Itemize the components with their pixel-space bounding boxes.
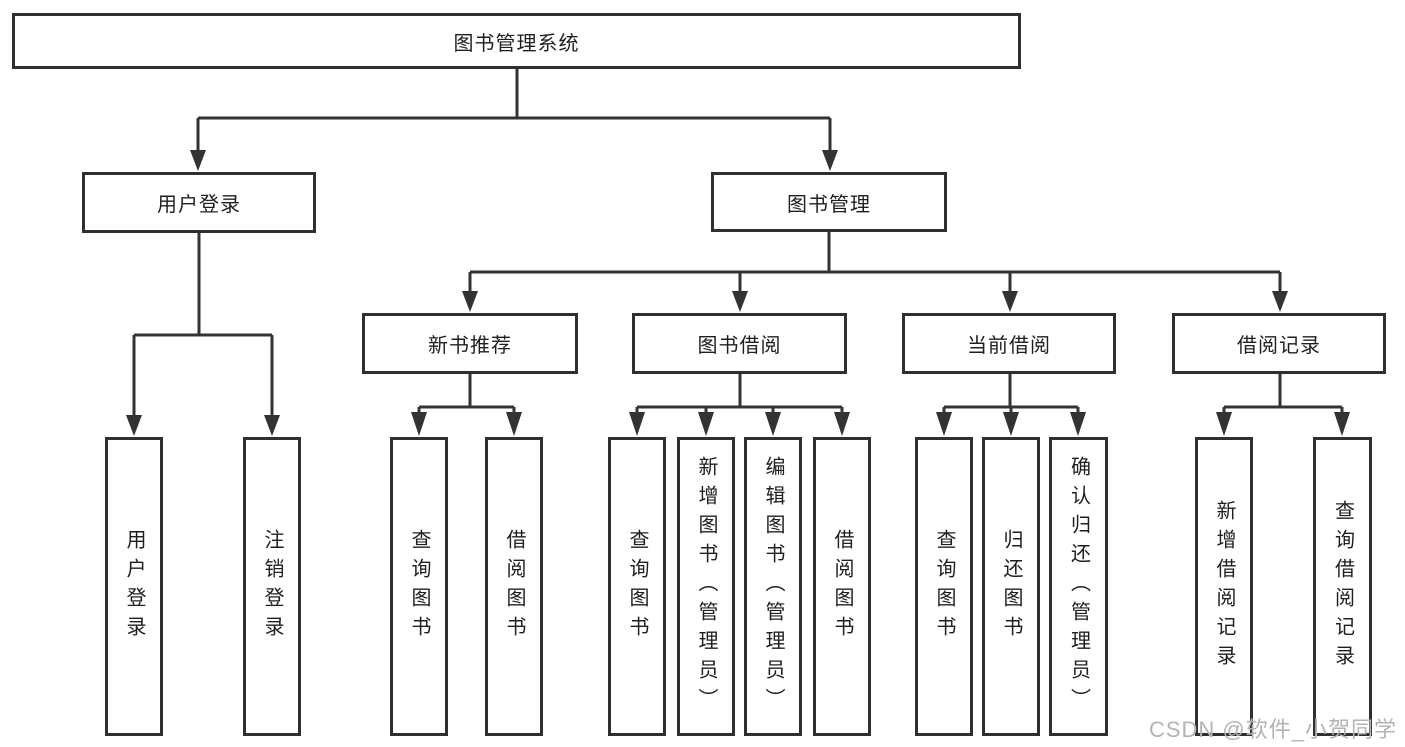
node-leaf-confirm-return-admin: 确认归还（管理员） (1049, 437, 1108, 736)
node-label: 图书管理系统 (453, 32, 580, 55)
node-label: 图书借阅 (697, 335, 782, 357)
connector-root-to-level2 (190, 67, 838, 171)
node-leaf-recommend-borrow-books: 借阅图书 (485, 437, 543, 736)
node-label: 借阅图书 (503, 528, 525, 645)
node-label: 注销登录 (261, 528, 283, 645)
connector-user-login-children (126, 231, 280, 436)
connector-new-book-recommend-children (411, 372, 522, 436)
node-leaf-borrowing-borrow-books: 借阅图书 (813, 437, 871, 736)
node-leaf-current-query-books: 查询图书 (915, 437, 973, 736)
node-leaf-add-borrow-record: 新增借阅记录 (1195, 437, 1253, 736)
node-label: 借阅记录 (1237, 335, 1321, 357)
connector-borrowing-records-children (1216, 372, 1350, 436)
watermark: CSDN @软件_小贺同学 (1148, 717, 1397, 742)
node-user-login: 用户登录 (82, 172, 316, 233)
node-label: 归还图书 (1000, 528, 1022, 645)
node-new-book-recommend: 新书推荐 (362, 313, 578, 374)
node-leaf-query-borrow-record: 查询借阅记录 (1313, 437, 1372, 736)
node-leaf-add-books-admin: 新增图书（管理员） (677, 437, 735, 736)
node-leaf-recommend-query-books: 查询图书 (390, 437, 448, 736)
node-label: 用户登录 (157, 194, 241, 216)
node-leaf-borrowing-query-books: 查询图书 (608, 437, 666, 736)
node-book-borrowing: 图书借阅 (632, 313, 847, 374)
node-label: 当前借阅 (967, 335, 1051, 357)
node-label: 新书推荐 (428, 335, 512, 357)
node-label: 新增借阅记录 (1213, 499, 1235, 674)
node-label: 查询借阅记录 (1331, 499, 1354, 674)
connector-current-borrowing-children (936, 372, 1086, 436)
node-label: 用户登录 (123, 528, 145, 645)
node-leaf-edit-books-admin: 编辑图书（管理员） (744, 437, 802, 736)
node-book-management: 图书管理 (711, 172, 947, 232)
node-label: 查询图书 (933, 528, 955, 645)
node-current-borrowing: 当前借阅 (902, 313, 1116, 374)
node-label: 图书管理 (787, 193, 871, 216)
node-label: 新增图书（管理员） (695, 456, 717, 717)
node-label: 查询图书 (408, 528, 430, 645)
connector-book-management-children (462, 230, 1288, 312)
node-label: 查询图书 (626, 528, 648, 645)
node-label: 确认归还（管理员） (1067, 456, 1090, 717)
node-borrowing-records: 借阅记录 (1172, 313, 1386, 374)
node-leaf-user-login: 用户登录 (105, 437, 163, 736)
node-leaf-return-books: 归还图书 (982, 437, 1040, 736)
connector-book-borrowing-children (629, 372, 850, 436)
node-leaf-logout: 注销登录 (243, 437, 301, 736)
node-label: 借阅图书 (831, 528, 853, 645)
node-label: 编辑图书（管理员） (762, 456, 784, 717)
node-library-management-system: 图书管理系统 (12, 13, 1021, 69)
